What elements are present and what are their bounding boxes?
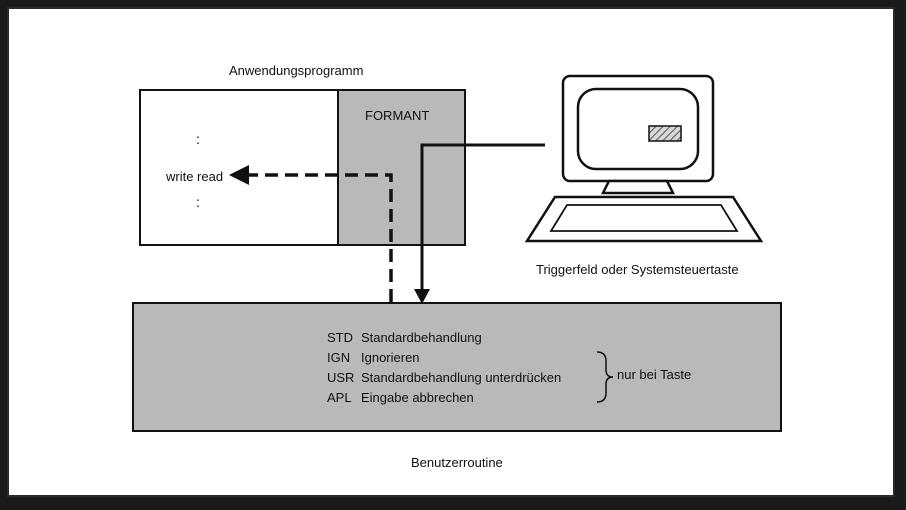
- monitor-neck: [600, 179, 676, 195]
- monitor-screen: [576, 87, 700, 171]
- option-code: IGN: [327, 350, 351, 365]
- formant-box: [337, 89, 466, 246]
- arrow-left-icon: [229, 165, 249, 185]
- diagram-graphics: [229, 74, 764, 403]
- computer-terminal-icon: [524, 74, 764, 243]
- option-ign: IGN Ignorieren: [327, 350, 420, 365]
- user-routine-label: Benutzerroutine: [411, 455, 503, 470]
- option-code: USR: [327, 370, 355, 385]
- user-routine-box: [132, 302, 782, 432]
- screen-highlight: [648, 125, 682, 142]
- option-text: Eingabe abbrechen: [361, 390, 474, 405]
- only-key-label: nur bei Taste: [617, 367, 692, 382]
- vdots-bottom: :: [196, 194, 200, 210]
- option-std: STD Standardbehandlung: [327, 330, 482, 345]
- option-code: STD: [327, 330, 353, 345]
- app-program-box: [139, 89, 339, 246]
- option-text: Standardbehandlung unterdrücken: [361, 370, 562, 385]
- trigger-arrow: [414, 143, 545, 304]
- dashed-return-arrow: [229, 165, 393, 302]
- right-brace-icon: [596, 351, 614, 403]
- diagram-panel: Anwendungsprogramm FORMANT : write read …: [7, 7, 895, 497]
- arrow-down-icon: [414, 289, 430, 304]
- option-code: APL: [327, 390, 352, 405]
- app-program-title: Anwendungsprogramm: [229, 63, 364, 78]
- option-text: Ignorieren: [361, 350, 420, 365]
- option-usr: USR Standardbehandlung unterdrücken: [327, 370, 561, 385]
- vdots-top: :: [196, 131, 200, 147]
- write-read-label: write read: [166, 169, 224, 184]
- formant-label: FORMANT: [365, 108, 430, 123]
- option-text: Standardbehandlung: [361, 330, 482, 345]
- option-apl: APL Eingabe abbrechen: [327, 390, 474, 405]
- keyboard-keys: [549, 204, 739, 232]
- trigger-label: Triggerfeld oder Systemsteuertaste: [536, 262, 739, 277]
